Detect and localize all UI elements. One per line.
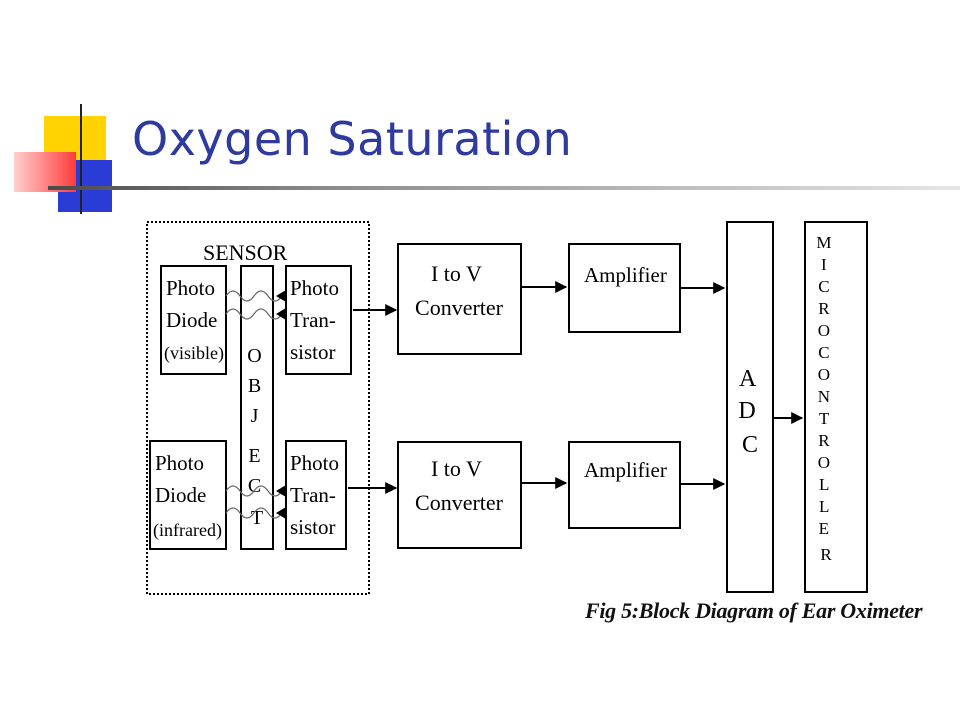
photodiode-infrared-box	[149, 440, 227, 550]
light-waves-visible	[225, 290, 283, 320]
object-label: O B J E C T	[247, 345, 266, 529]
amplifier-bottom-label: Amplifier	[584, 458, 667, 482]
photodiode-visible-box	[160, 265, 227, 375]
converter-bottom-box	[397, 441, 522, 549]
microcontroller-label: M I C R O C O N T R O L L E R	[816, 233, 835, 564]
receiver-arrowheads	[276, 290, 286, 519]
photodiode-visible-label: Photo Diode (visible)	[164, 276, 224, 364]
slide-title: Oxygen Saturation	[132, 112, 573, 166]
converter-top-label: I to V Converter	[415, 261, 504, 320]
sensor-label: SENSOR	[203, 240, 288, 265]
sensor-enclosure	[146, 221, 370, 595]
accent-vertical-line	[80, 104, 82, 214]
amplifier-top-label: Amplifier	[584, 263, 667, 287]
amplifier-top-box	[568, 243, 681, 333]
phototransistor-bottom-box	[285, 440, 347, 550]
adc-box	[726, 221, 774, 593]
adc-label: A D C	[738, 366, 761, 458]
light-waves-infrared	[225, 485, 283, 519]
title-underline	[48, 186, 960, 190]
accent-red-square	[14, 152, 76, 192]
figure-caption: Fig 5:Block Diagram of Ear Oximeter	[585, 598, 923, 623]
photodiode-infrared-label: Photo Diode (infrared)	[153, 451, 222, 541]
phototransistor-top-box	[285, 265, 352, 375]
object-column	[240, 265, 274, 550]
converter-bottom-label: I to V Converter	[415, 456, 504, 515]
microcontroller-box	[804, 221, 868, 593]
phototransistor-top-label: Photo Tran- sistor	[290, 276, 344, 364]
converter-top-box	[397, 243, 522, 355]
amplifier-bottom-box	[568, 441, 681, 529]
phototransistor-bottom-label: Photo Tran- sistor	[290, 451, 344, 539]
